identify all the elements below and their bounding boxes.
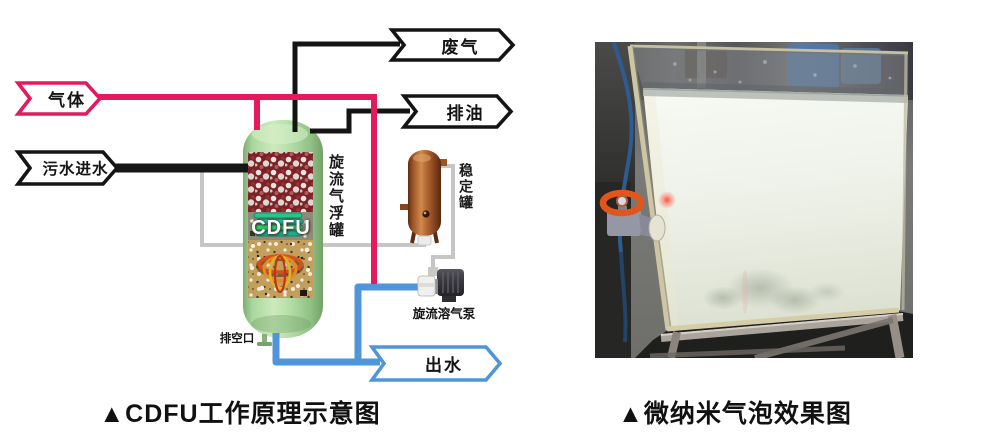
oil-drain-arrow (400, 94, 514, 129)
tank-front-edge (627, 45, 671, 331)
glass-headspace (630, 46, 908, 95)
tank-cutaway (248, 152, 313, 298)
waste-gas-arrow (388, 28, 516, 62)
photo-drawing (599, 42, 913, 358)
valve (599, 189, 666, 242)
gas-arrow (14, 81, 103, 116)
outlet-pipe (272, 333, 380, 366)
stabilization-tank-label: 稳定罐 (458, 163, 474, 211)
steel-stand (649, 313, 905, 358)
dissolved-gas-pump-label: 旋流溶气泵 (412, 307, 476, 321)
drain-nozzle (257, 334, 272, 346)
left-caption: ▲CDFU工作原理示意图 (99, 400, 381, 428)
flotation-tank-label: 旋流气浮罐 (327, 154, 344, 239)
sewage-inlet-arrow (14, 150, 120, 186)
water-surface (643, 88, 908, 103)
cdfu-schematic-drawing (14, 28, 516, 382)
valve-handle-icon (599, 189, 645, 217)
cdfu-text: CDFU (251, 216, 311, 239)
oil-drain-pipe (310, 108, 410, 134)
pump-feed-pipe (431, 164, 455, 274)
water-outlet-arrow (368, 345, 503, 382)
pump-suction-pipe (354, 283, 424, 362)
bubble-tank-photo (595, 42, 913, 358)
drain-port-label: 排空口 (219, 333, 255, 345)
waste-gas-pipe (292, 41, 400, 132)
dissolved-gas-pump (417, 267, 464, 302)
right-caption: ▲微纳米气泡效果图 (618, 400, 852, 428)
milky-water (643, 88, 908, 330)
stabilization-tank (400, 150, 447, 246)
gas-pipe (96, 94, 377, 284)
